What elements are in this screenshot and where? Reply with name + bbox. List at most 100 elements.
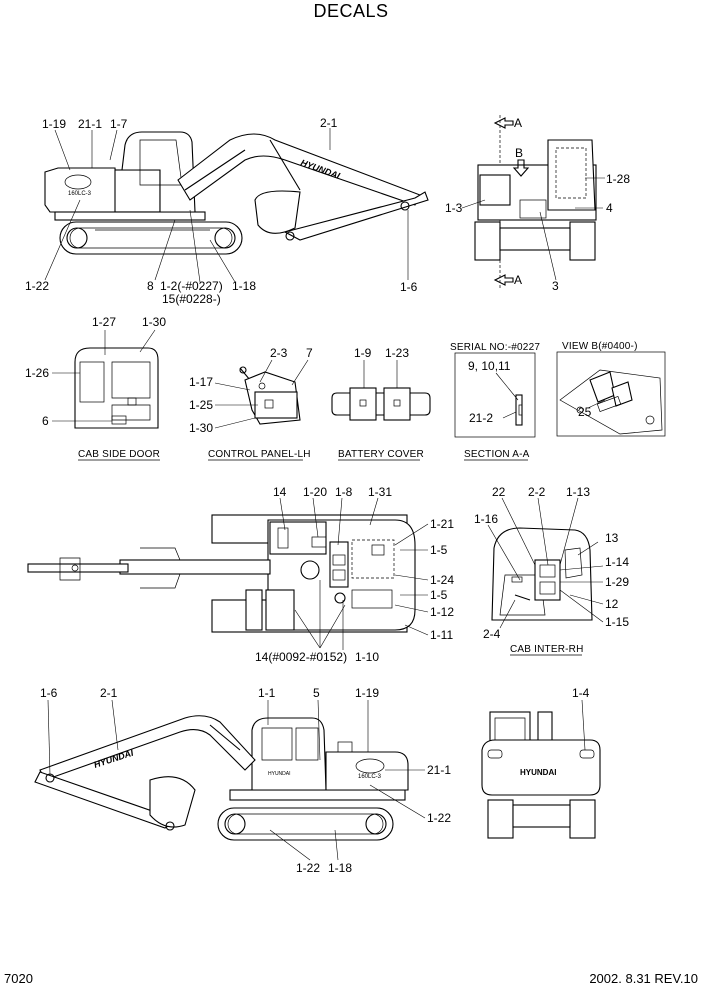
label: 25	[578, 405, 592, 419]
label: 2-1	[320, 116, 338, 130]
label: 2-1	[100, 686, 118, 700]
caption: BATTERY COVER	[338, 449, 424, 460]
cab-right	[251, 717, 327, 791]
label: 8	[147, 279, 154, 293]
front-track-right	[569, 221, 596, 261]
caption: VIEW B(#0400-)	[562, 341, 638, 352]
rear-leaders	[581, 699, 586, 751]
revision-date: 2002. 8.31 REV.10	[589, 971, 698, 986]
label: 3	[552, 279, 559, 293]
label: 1-19	[355, 686, 379, 700]
label: 1-20	[303, 485, 327, 499]
battery-cover-labels: 1-9 1-23 BATTERY COVER	[338, 346, 424, 461]
label: 1-28	[606, 172, 630, 186]
engine-cover	[114, 169, 161, 213]
battery-decal-1-23	[383, 387, 411, 421]
front-cab	[547, 139, 596, 211]
side-right-leaders	[47, 699, 426, 861]
top-view	[27, 514, 416, 633]
label: 1-22	[296, 861, 320, 875]
label: A	[514, 273, 522, 287]
label: 2-4	[483, 627, 501, 641]
label: 5	[313, 686, 320, 700]
cab-inter-view	[491, 527, 593, 621]
cab-door-outline	[74, 347, 159, 429]
label: 1-23	[385, 346, 409, 360]
top-view-labels: 14 1-20 1-8 1-31 1-21 1-5 1-24 1-5 1-12 …	[255, 485, 454, 664]
control-panel-leaders	[214, 359, 309, 429]
label: 1-25	[189, 398, 213, 412]
caption: SECTION A-A	[464, 449, 530, 460]
bucket-right	[149, 776, 196, 828]
rear-counterweight	[481, 739, 601, 796]
serial-number: SERIAL NO:-#0227	[450, 342, 540, 353]
section-a-labels: SERIAL NO:-#0227 9, 10,11 21-2 SECTION A…	[450, 342, 540, 461]
label: 1-3	[445, 201, 463, 215]
battery-cover-outline	[331, 392, 431, 416]
view-b-leaders	[587, 399, 606, 409]
model-badge-right: 160LC-3	[358, 774, 382, 780]
boom-right	[39, 715, 256, 781]
top-view-leaders	[279, 497, 429, 650]
label: 14(#0092-#0152)	[255, 650, 347, 664]
label: 1-5	[430, 543, 448, 557]
label: 15(#0228-)	[162, 292, 221, 306]
arm-left	[283, 191, 429, 241]
label: 21-1	[427, 763, 451, 777]
label: 1-18	[328, 861, 352, 875]
label: 14	[273, 485, 287, 499]
side-right-labels: 1-6 2-1 1-1 5 1-19 21-1 1-22 1-22 1-18	[40, 686, 451, 875]
label: 13	[605, 531, 619, 545]
battery-decal-1-9	[349, 387, 377, 421]
label: 22	[492, 485, 506, 499]
label: 1-7	[110, 117, 128, 131]
label: 1-11	[430, 628, 453, 642]
track-frame-right	[217, 807, 394, 841]
label: 1-12	[430, 605, 454, 619]
cab-brand-right: HYUNDAI	[268, 771, 291, 777]
label: 6	[42, 414, 49, 428]
label: 1-22	[427, 811, 451, 825]
label: 1-30	[189, 421, 213, 435]
label: 7	[306, 346, 313, 360]
battery-cover-view	[331, 387, 431, 421]
label: 1-10	[355, 650, 379, 664]
label: A	[514, 116, 522, 130]
top-boom	[119, 559, 271, 575]
label: 1-6	[40, 686, 58, 700]
label: 1-15	[605, 615, 629, 629]
label: 1-19	[42, 117, 66, 131]
boom-left	[177, 133, 421, 206]
cab-side-door-view	[74, 347, 159, 429]
side-left-labels: 1-19 21-1 1-7 2-1 1-22 8 1-2(-#0227) 15(…	[25, 116, 418, 306]
control-panel-view	[239, 366, 301, 425]
cab-inter-leaders	[487, 497, 604, 629]
label: 1-16	[474, 512, 498, 526]
label: 1-29	[605, 575, 629, 589]
label: 1-9	[354, 346, 372, 360]
cab-inter-labels: 22 2-2 1-13 1-16 13 1-14 1-29 12 1-15 2-…	[474, 485, 629, 656]
front-track-left	[474, 221, 501, 261]
battery-cover-leaders	[363, 360, 398, 388]
side-view-left: 160LC-3 HYUNDAI	[44, 131, 429, 255]
rear-view: HYUNDAI	[481, 711, 601, 839]
caption: CAB SIDE DOOR	[78, 449, 160, 460]
caption: CAB INTER-RH	[510, 644, 584, 655]
bucket-left	[254, 190, 301, 234]
label: 1-27	[92, 315, 116, 329]
page-number: 7020	[4, 971, 33, 986]
control-panel-labels: 2-3 7 1-17 1-25 1-30 CONTROL PANEL-LH	[189, 346, 313, 461]
view-b-labels: VIEW B(#0400-) 25	[562, 341, 638, 419]
label: 1-8	[335, 485, 353, 499]
label: 1-31	[368, 485, 392, 499]
label: 1-6	[400, 280, 418, 294]
rear-brand: HYUNDAI	[520, 768, 556, 777]
label: 1-21	[430, 517, 454, 531]
label: B	[515, 146, 523, 160]
label: 1-14	[605, 555, 629, 569]
front-view	[474, 115, 597, 290]
rear-labels: 1-4	[572, 686, 590, 700]
model-badge-left: 160LC-3	[68, 191, 92, 197]
label: 1-4	[572, 686, 590, 700]
